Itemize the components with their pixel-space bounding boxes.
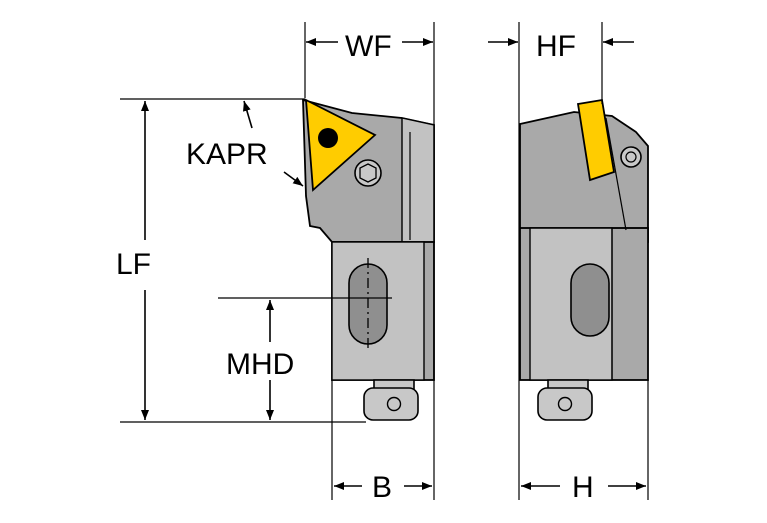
dimensions <box>120 22 649 500</box>
label-hf: HF <box>536 30 576 63</box>
side-wedge-edge <box>605 117 627 231</box>
front-clamp-screw-hex <box>359 163 377 183</box>
label-mhd: MHD <box>226 348 294 381</box>
front-clamp-screw <box>354 159 382 187</box>
kapr-arrow-up <box>243 100 253 129</box>
label-h: H <box>572 471 594 504</box>
front-view <box>302 98 435 421</box>
side-clamp-screw <box>620 146 642 168</box>
side-clamp-screw-hex <box>625 151 637 163</box>
front-bottom-screw-hole <box>386 396 402 412</box>
side-view <box>519 98 649 421</box>
front-insert <box>304 98 377 192</box>
side-bottom-screw-hole <box>557 396 573 412</box>
label-b: B <box>372 471 392 504</box>
label-lf: LF <box>116 248 151 281</box>
side-slot <box>570 263 610 337</box>
side-insert <box>576 98 616 182</box>
front-insert-hole <box>318 128 338 148</box>
label-kapr: KAPR <box>186 138 268 171</box>
front-head-block <box>401 117 435 243</box>
kapr-arrow-down <box>283 171 304 187</box>
label-wf: WF <box>345 30 392 63</box>
dimension-labels: WF HF KAPR LF MHD B H <box>116 30 594 504</box>
